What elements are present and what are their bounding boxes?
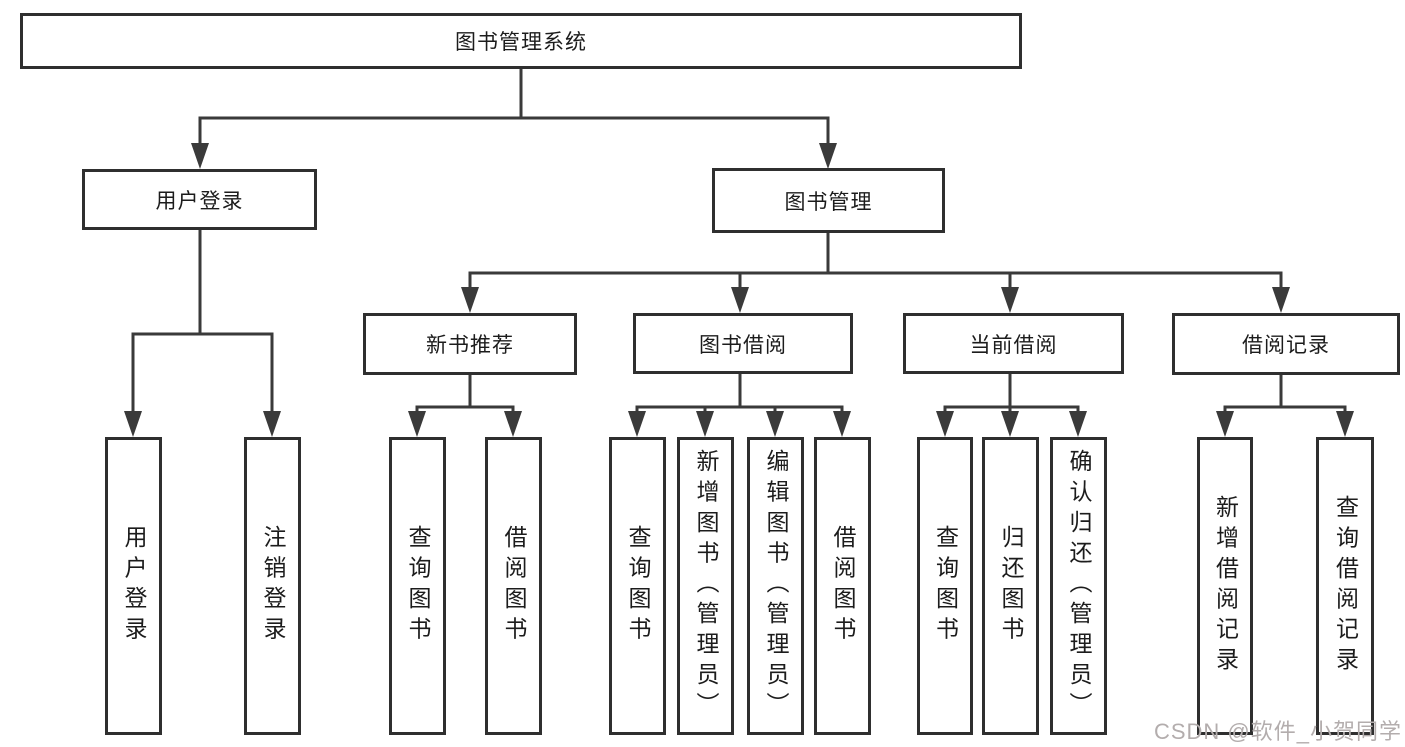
csdn-watermark: CSDN @软件_小贺同学 — [1153, 719, 1402, 744]
leaf-current-confirm-return-admin: 确认归还（管理员） — [1050, 437, 1107, 735]
leaf-current-return-books: 归还图书 — [982, 437, 1039, 735]
edges-book-borrow-children — [628, 374, 851, 437]
edges-borrow-records-children — [1216, 375, 1354, 437]
leaf-borrow-edit-books-admin: 编辑图书（管理员） — [747, 437, 804, 735]
leaf-current-query-books: 查询图书 — [917, 437, 973, 735]
node-borrow-records: 借阅记录 — [1172, 313, 1400, 375]
leaf-borrow-query-books: 查询图书 — [609, 437, 666, 735]
edges-book-management-children — [461, 233, 1290, 313]
leaf-recommend-query-books: 查询图书 — [389, 437, 446, 735]
node-new-book-recommend: 新书推荐 — [363, 313, 577, 375]
leaf-user-login: 用户登录 — [105, 437, 162, 735]
leaf-recommend-borrow-books: 借阅图书 — [485, 437, 542, 735]
leaf-logout: 注销登录 — [244, 437, 301, 735]
node-root-book-management-system: 图书管理系统 — [20, 13, 1022, 69]
leaf-records-query-borrow-record: 查询借阅记录 — [1316, 437, 1374, 735]
node-user-login: 用户登录 — [82, 169, 317, 230]
edges-user-login-children — [124, 230, 281, 437]
leaf-borrow-borrow-books: 借阅图书 — [814, 437, 871, 735]
leaf-records-add-borrow-record: 新增借阅记录 — [1197, 437, 1253, 735]
node-book-management: 图书管理 — [712, 168, 945, 233]
edges-current-borrow-children — [936, 374, 1087, 437]
leaf-borrow-add-books-admin: 新增图书（管理员） — [677, 437, 734, 735]
edges-root-to-level1 — [191, 69, 837, 169]
node-current-borrow: 当前借阅 — [903, 313, 1124, 374]
node-book-borrow: 图书借阅 — [633, 313, 853, 374]
edges-new-book-recommend-children — [408, 375, 522, 437]
